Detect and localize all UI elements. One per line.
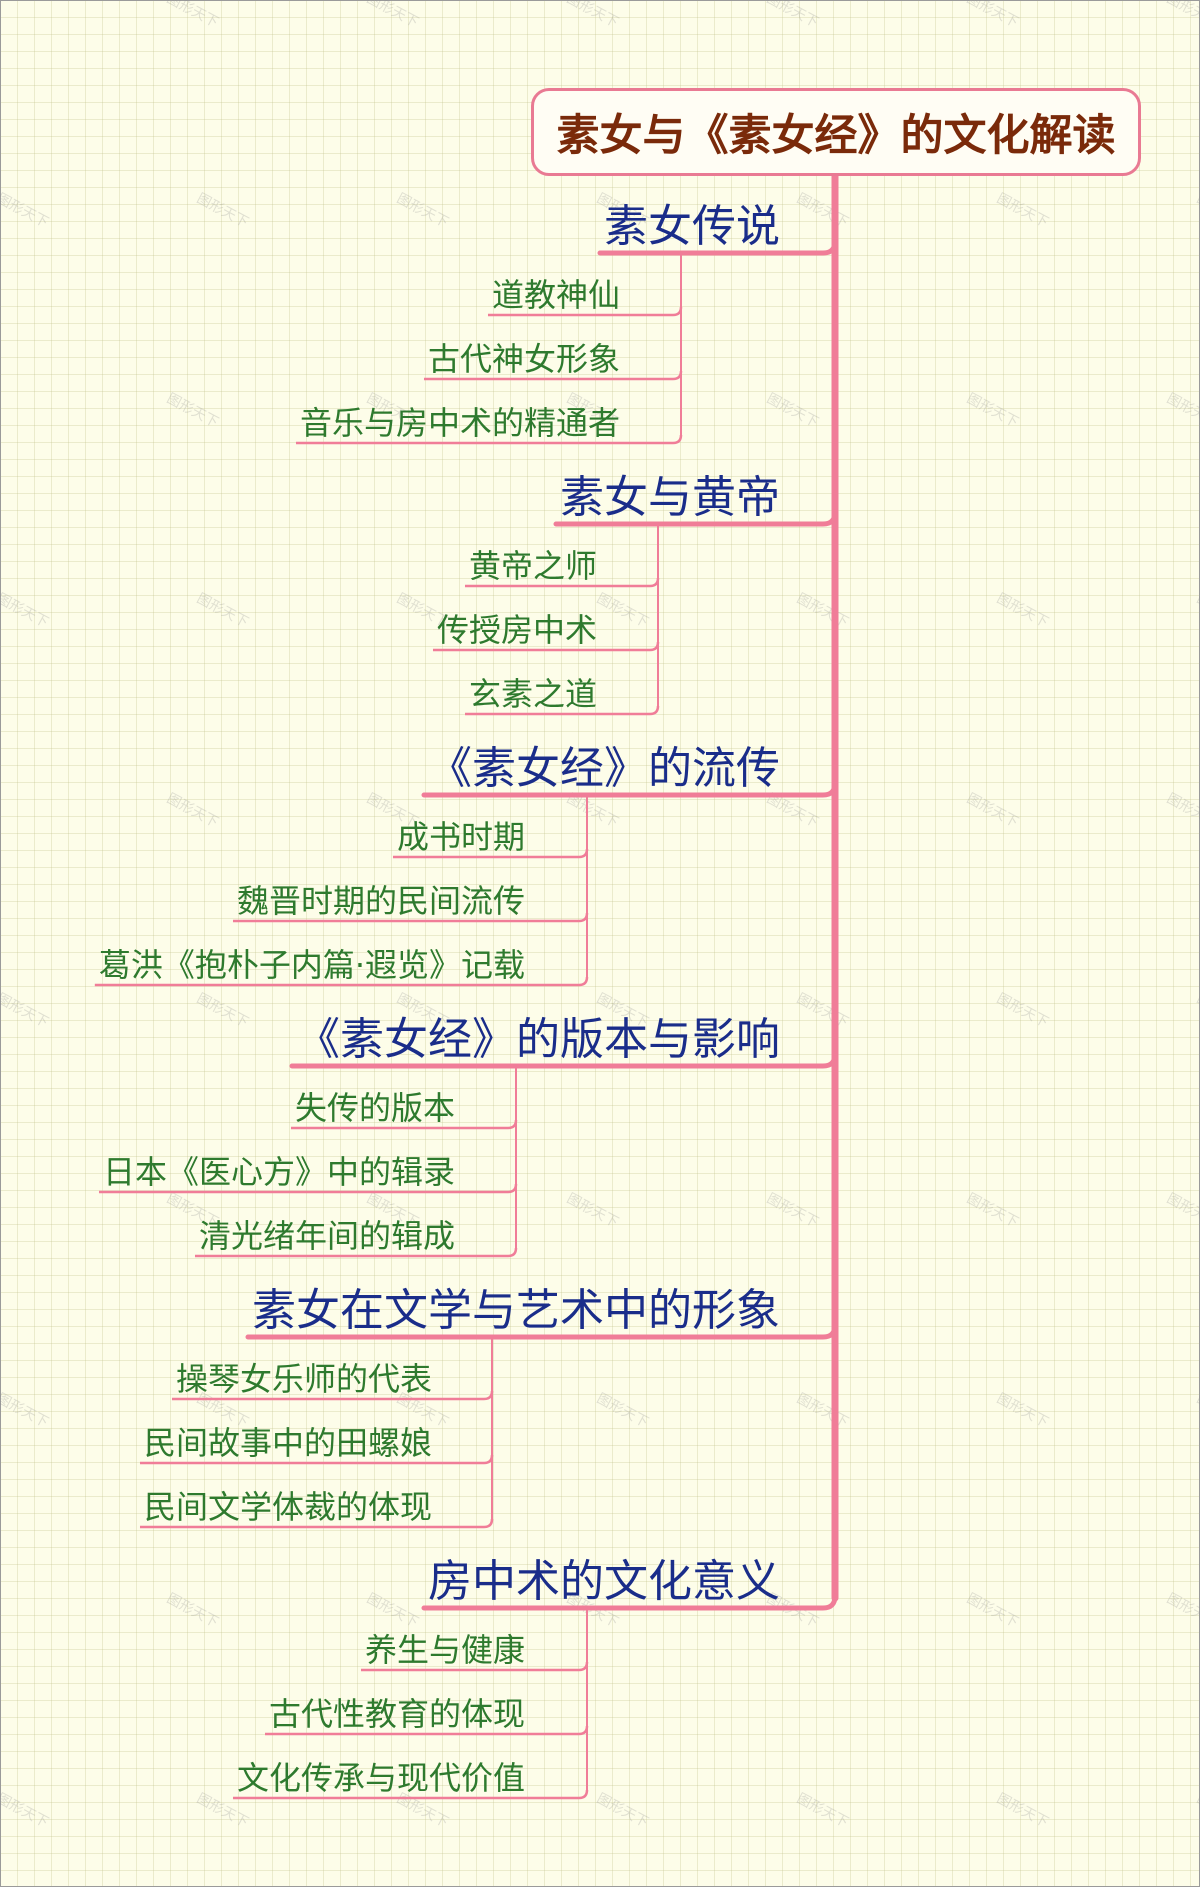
leaf-topic-6-2[interactable]: 古代性教育的体现 — [268, 1695, 525, 1733]
leaf-topic-1-1[interactable]: 道教神仙 — [491, 276, 620, 314]
branch-topic-6[interactable]: 房中术的文化意义 — [428, 1556, 780, 1607]
branch-connector-5 — [245, 1322, 838, 1340]
leaf-topic-1-2[interactable]: 古代神女形象 — [427, 340, 620, 378]
leaf-connector-1-3 — [295, 434, 683, 445]
leaf-topic-4-3[interactable]: 清光绪年间的辑成 — [198, 1217, 455, 1255]
branch-topic-3[interactable]: 《素女经》的流传 — [428, 743, 780, 794]
leaf-connector-2-1 — [464, 577, 660, 588]
branch-topic-4[interactable]: 《素女经》的版本与影响 — [296, 1014, 780, 1065]
leaf-topic-6-1[interactable]: 养生与健康 — [364, 1631, 525, 1669]
leaf-connector-4-3 — [194, 1247, 518, 1258]
leaf-topic-2-2[interactable]: 传授房中术 — [436, 611, 597, 649]
leaf-topic-2-3[interactable]: 玄素之道 — [468, 675, 597, 713]
leaf-connector-6-3 — [232, 1789, 589, 1800]
leaf-topic-3-3[interactable]: 葛洪《抱朴子内篇·遐览》记载 — [98, 946, 525, 984]
leaf-connector-5-1 — [171, 1390, 494, 1401]
leaf-connector-4-1 — [290, 1119, 518, 1130]
leaf-connector-5-2 — [139, 1454, 494, 1465]
leaf-topic-4-1[interactable]: 失传的版本 — [294, 1089, 455, 1127]
leaf-connector-2-2 — [432, 641, 660, 652]
branch-connector-1 — [597, 238, 838, 256]
branch-topic-5[interactable]: 素女在文学与艺术中的形象 — [252, 1285, 780, 1336]
leaf-topic-2-1[interactable]: 黄帝之师 — [468, 547, 597, 585]
leaf-topic-4-2[interactable]: 日本《医心方》中的辑录 — [102, 1153, 455, 1191]
leaf-connector-4-2 — [98, 1183, 518, 1194]
leaf-topic-5-1[interactable]: 操琴女乐师的代表 — [175, 1360, 432, 1398]
leaf-connector-6-2 — [264, 1725, 589, 1736]
branch-connector-4 — [289, 1051, 838, 1069]
leaf-connector-1-1 — [487, 306, 683, 317]
branch-topic-2[interactable]: 素女与黄帝 — [560, 472, 780, 523]
leaf-connector-3-2 — [232, 912, 589, 923]
leaf-topic-5-2[interactable]: 民间故事中的田螺娘 — [143, 1424, 432, 1462]
branch-connector-6 — [421, 1593, 838, 1611]
leaf-connector-5-3 — [139, 1518, 494, 1529]
branch-topic-1[interactable]: 素女传说 — [604, 201, 780, 252]
root-topic[interactable]: 素女与《素女经》的文化解读 — [531, 88, 1141, 176]
leaf-connector-3-1 — [392, 848, 589, 859]
leaf-topic-3-1[interactable]: 成书时期 — [396, 818, 525, 856]
branch-connector-3 — [421, 780, 838, 798]
leaf-connector-1-2 — [423, 370, 683, 381]
leaf-connector-6-1 — [360, 1661, 589, 1672]
leaf-topic-6-3[interactable]: 文化传承与现代价值 — [236, 1759, 525, 1797]
leaf-connector-2-3 — [464, 705, 660, 716]
leaf-topic-3-2[interactable]: 魏晋时期的民间流传 — [236, 882, 525, 920]
leaf-connector-3-3 — [94, 976, 589, 987]
branch-connector-2 — [553, 509, 838, 527]
leaf-topic-1-3[interactable]: 音乐与房中术的精通者 — [299, 404, 620, 442]
leaf-topic-5-3[interactable]: 民间文学体裁的体现 — [143, 1488, 432, 1526]
root-topic-title: 素女与《素女经》的文化解读 — [556, 111, 1116, 161]
